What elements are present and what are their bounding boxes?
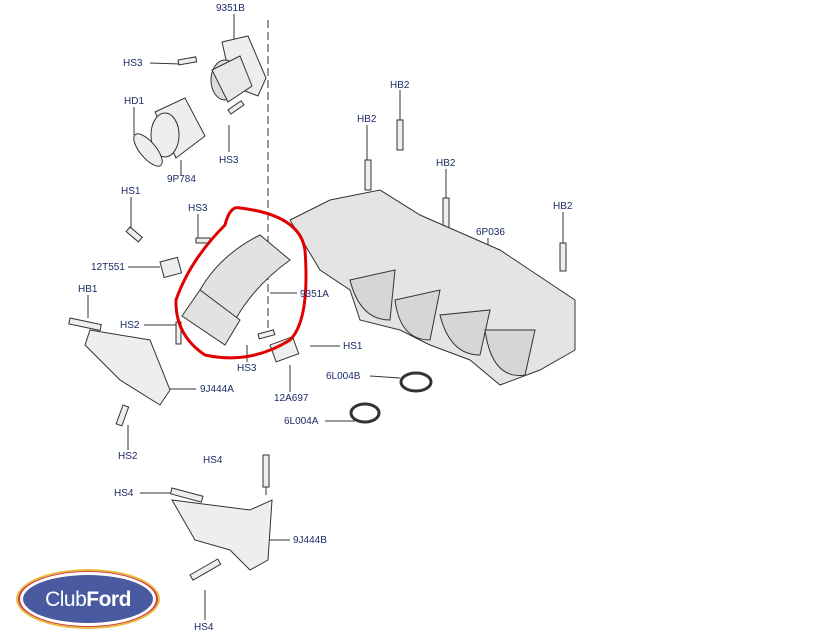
label-hb2: HB2 [390, 80, 410, 91]
part-9j444b-bracket [171, 499, 273, 571]
label-hs3: HS3 [237, 363, 257, 374]
label-hs4: HS4 [114, 488, 134, 499]
label-hs3: HS3 [123, 58, 143, 69]
label-hs3: HS3 [219, 155, 239, 166]
logo-club: Club [45, 588, 87, 611]
label-hs2: HS2 [118, 451, 138, 462]
part-9j444a-bracket [84, 329, 171, 406]
highlight-circle [174, 206, 308, 360]
part-6l004b-seal [399, 371, 433, 393]
label-hb2: HB2 [357, 114, 377, 125]
part-9351a-duct [181, 234, 291, 346]
label-hs2: HS2 [120, 320, 140, 331]
label-9p784: 9P784 [167, 174, 196, 185]
label-hb2: HB2 [553, 201, 573, 212]
bolts [68, 56, 567, 581]
label-hs4: HS4 [194, 622, 214, 633]
part-9p784-resonator [150, 97, 206, 159]
label-12a697: 12A697 [274, 393, 309, 404]
part-intake-manifold [289, 189, 576, 386]
label-hs1: HS1 [343, 341, 363, 352]
label-hd1: HD1 [124, 96, 145, 107]
label-hs3: HS3 [188, 203, 208, 214]
clubford-logo-text: ClubFord [17, 569, 159, 629]
label-6l004a: 6L004A [284, 416, 319, 427]
label-6p036: 6P036 [476, 227, 505, 238]
label-hs4: HS4 [203, 455, 223, 466]
label-hb2: HB2 [436, 158, 456, 169]
part-hd1-clamp [133, 133, 163, 167]
label-9j444b: 9J444B [293, 535, 327, 546]
label-hb1: HB1 [78, 284, 98, 295]
label-12t551: 12T551 [91, 262, 125, 273]
part-6l004a-seal [349, 402, 381, 424]
label-hs1: HS1 [121, 186, 141, 197]
part-9351b-collar [210, 55, 253, 103]
part-12t551 [159, 256, 183, 279]
label-9351a: 9351A [300, 289, 329, 300]
label-6l004b: 6L004B [326, 371, 361, 382]
logo-ford: Ford [86, 588, 131, 611]
clubford-logo [16, 569, 160, 629]
label-9351b: 9351B [216, 3, 245, 14]
label-9j444a: 9J444A [200, 384, 234, 395]
part-12a697 [269, 336, 300, 363]
